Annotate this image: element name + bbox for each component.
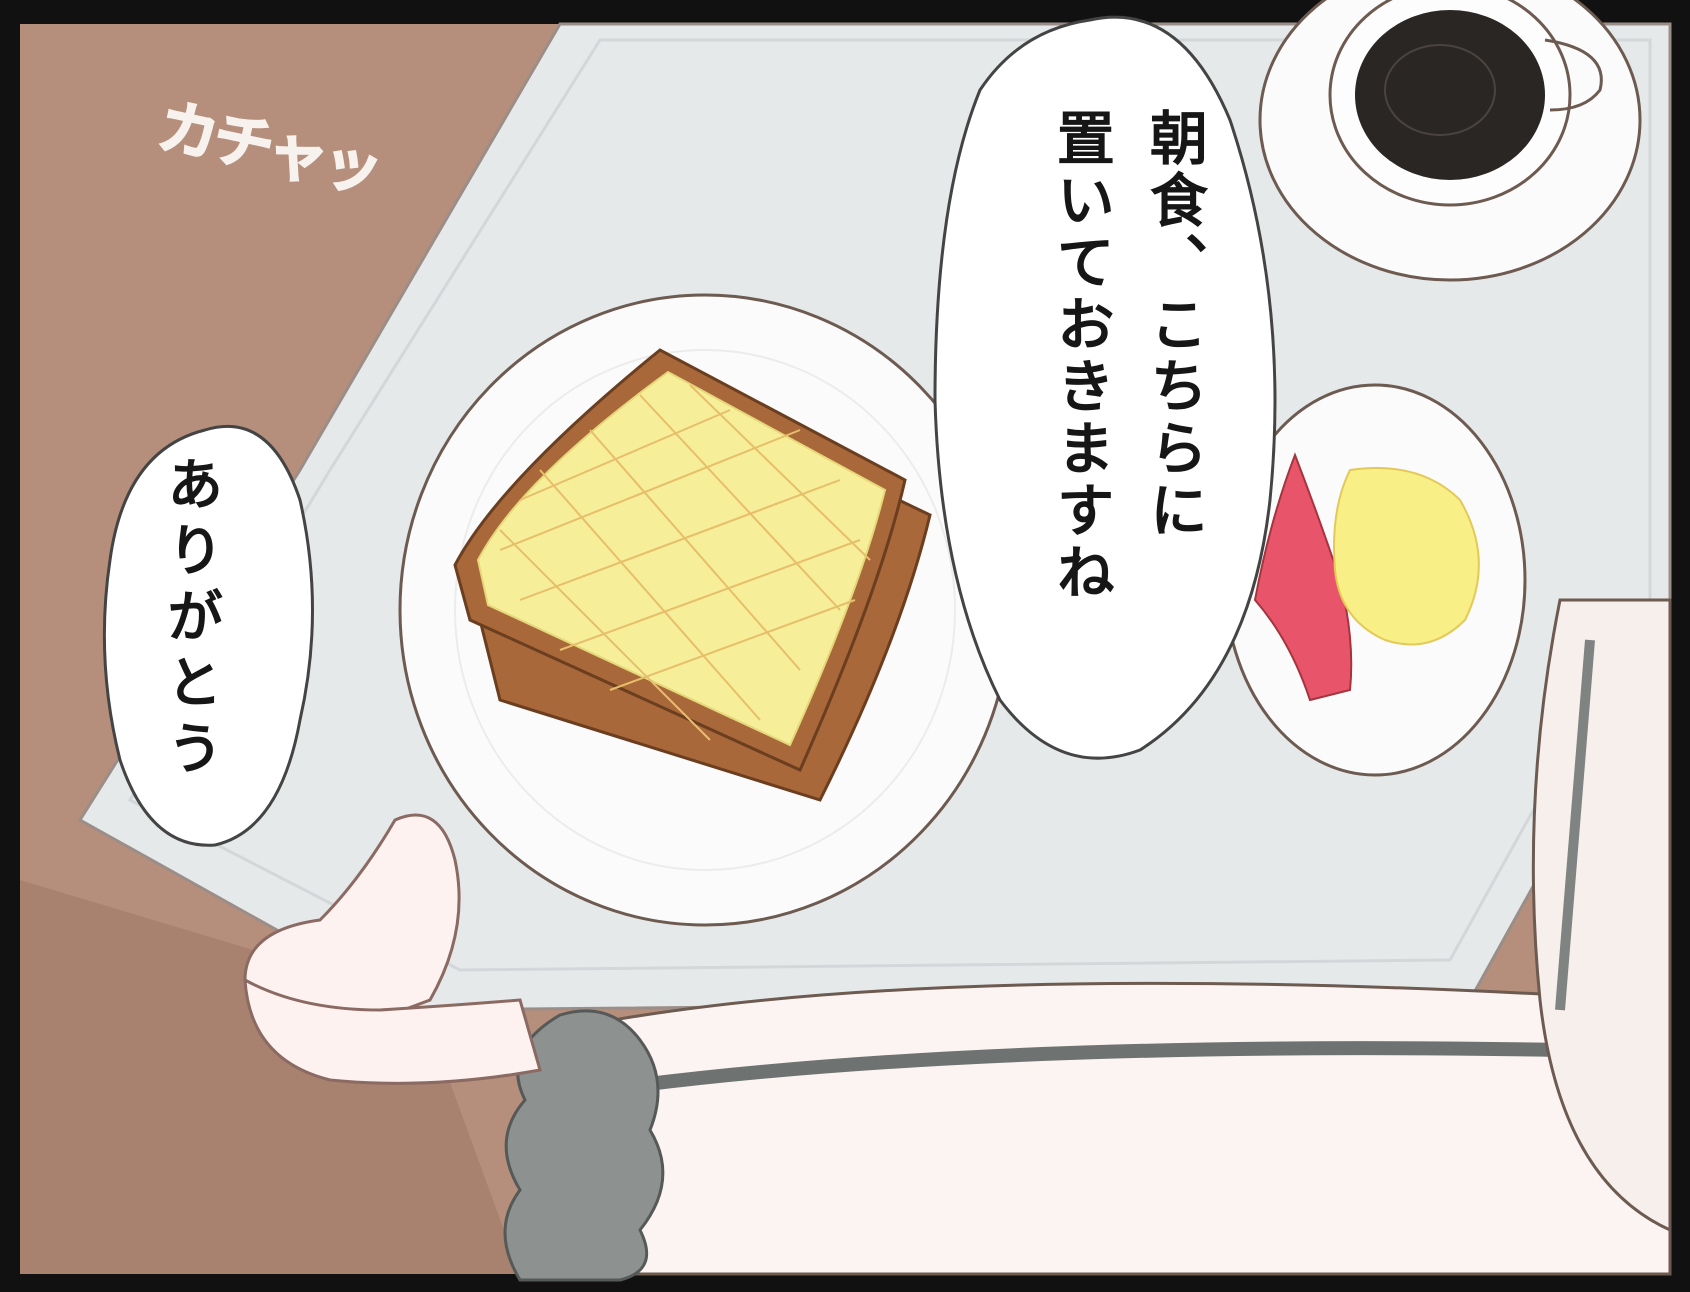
fingers [243,977,542,1085]
speech-thanks-text: ありがとう [157,455,223,785]
wall-shadow [20,880,520,1274]
scrambled-egg [1333,467,1480,646]
coffee-cup [1258,0,1642,282]
bacon-egg-plate [1223,383,1527,777]
speech-bubble-main [933,15,1277,760]
speech-line-1: 朝食、こちらに [1139,108,1208,542]
maid-apron [1531,598,1672,1233]
speech-bubble-thanks [102,424,314,847]
sleeve-stripe [639,1038,1671,1092]
toast-plate [398,293,1012,927]
sleeve [558,981,1672,1276]
speech-line-2: 置いておきますね [1046,108,1115,604]
cuff-ruffle [503,1009,665,1282]
apron-stripe [1555,639,1595,1011]
bacon [1253,452,1353,702]
